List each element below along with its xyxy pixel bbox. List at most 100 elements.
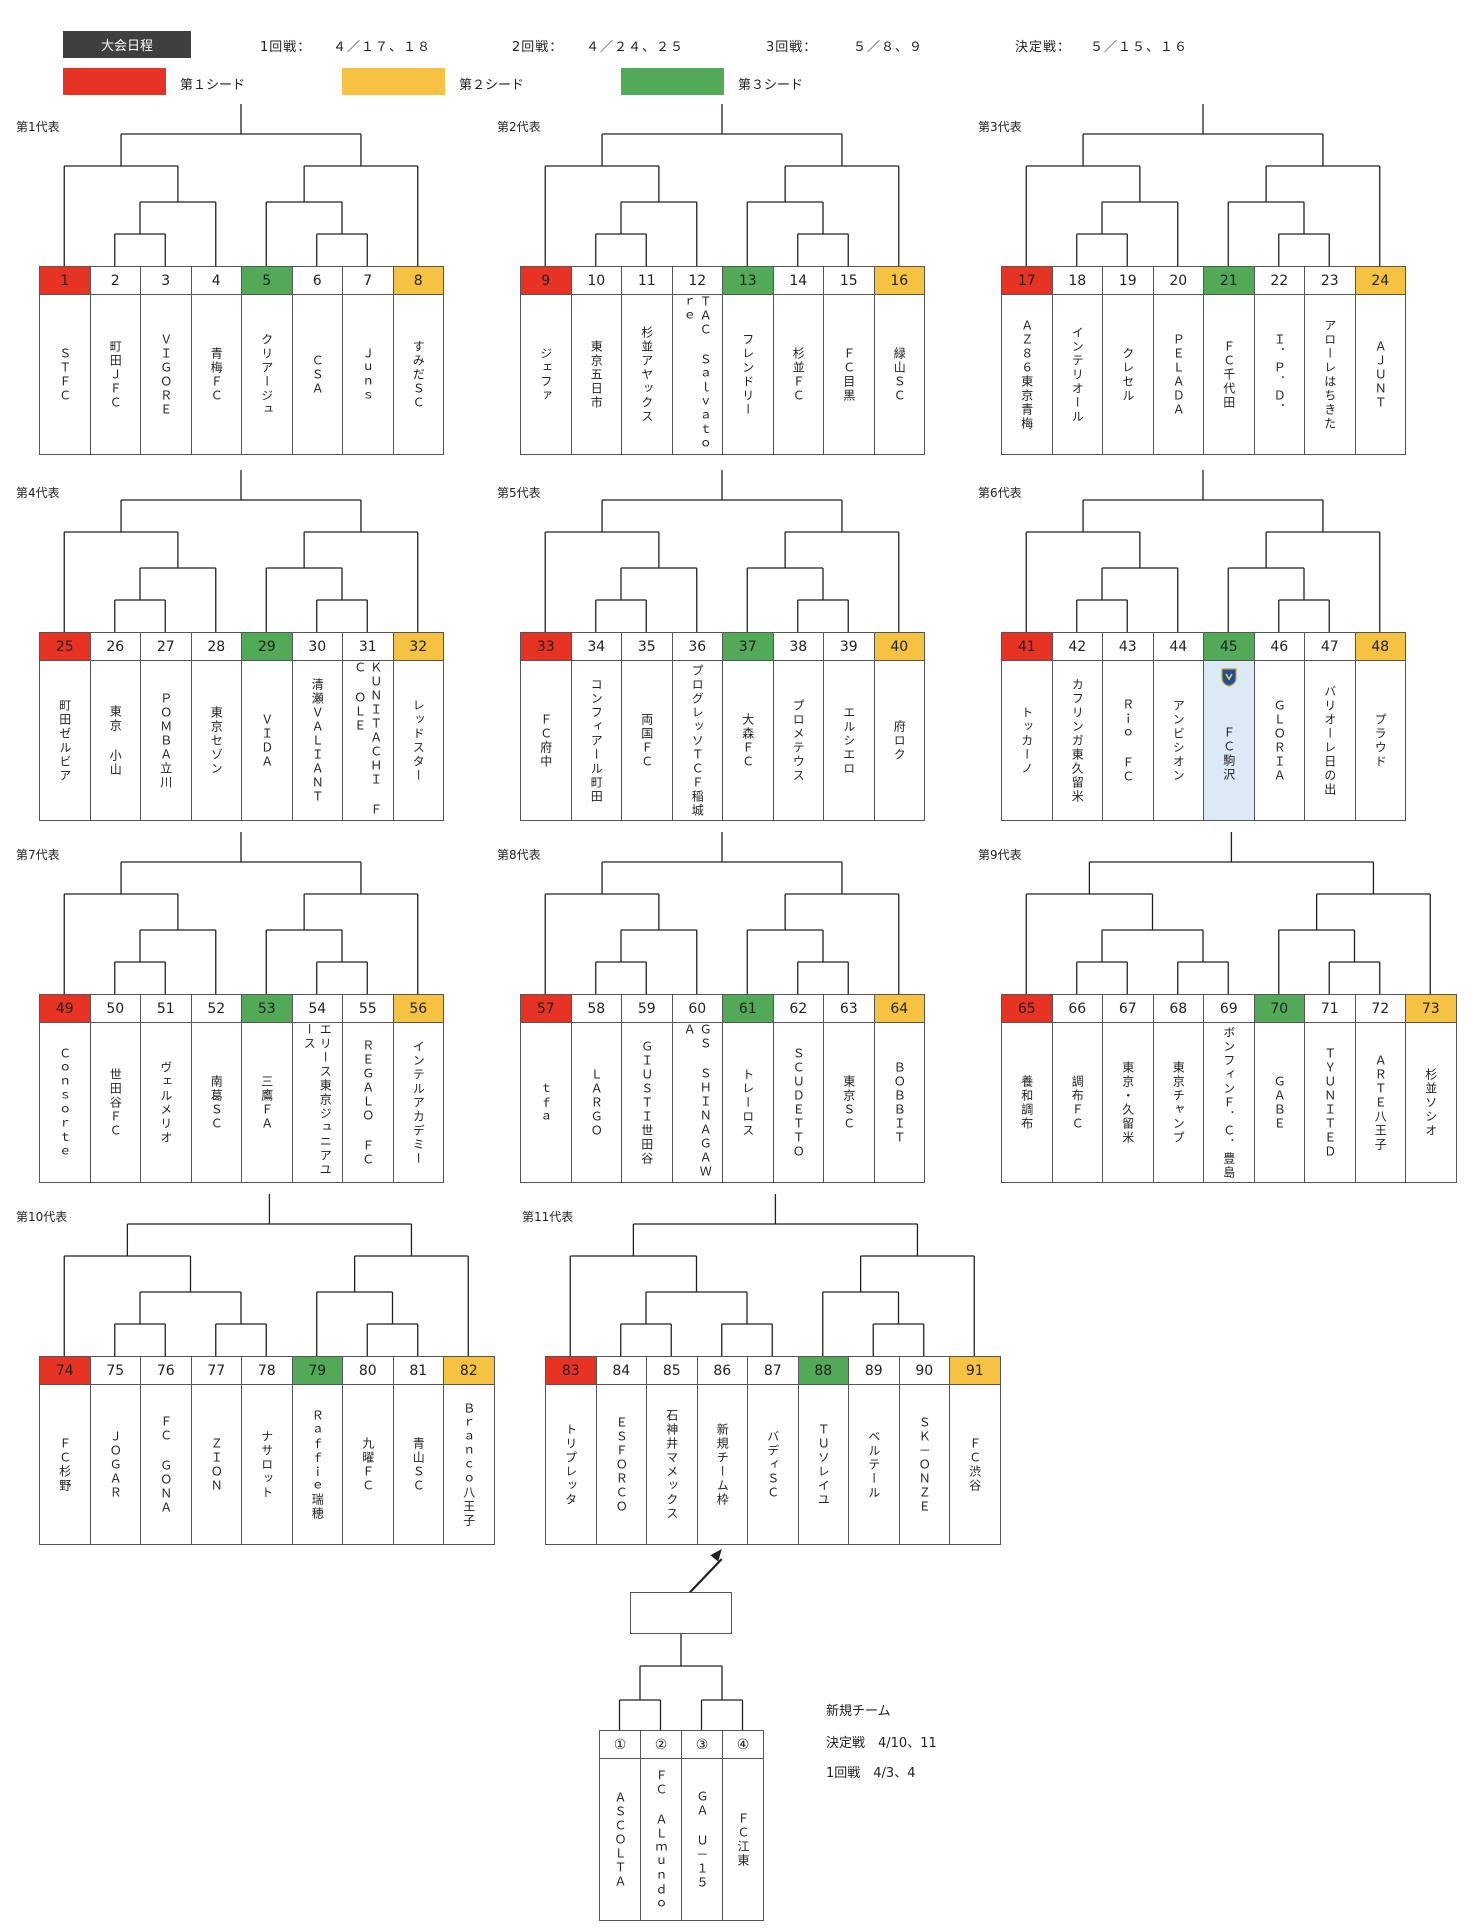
team-number: 54: [291, 994, 343, 1023]
team-name-cell: ＴＹＵＮＩＴＥＤ: [1304, 1023, 1356, 1183]
team-name-cell: ＦＣ ＧＯＮＡ: [140, 1385, 192, 1545]
block-title: 第2代表: [497, 120, 541, 134]
new-team-name-cell: ＡＳＣＯＬＴＡ: [599, 1759, 641, 1921]
team-name-cell: バディＳＣ: [747, 1385, 799, 1545]
team-number: 84: [595, 1356, 647, 1385]
team-name: インテルアカデミー: [411, 1039, 426, 1166]
team-name-cell: バリオーレ日の出: [1304, 661, 1356, 821]
team-number: 65: [1001, 994, 1053, 1023]
club-crest-icon: [1221, 668, 1237, 687]
team-name-cell: ｔｆａ: [520, 1023, 572, 1183]
team-name: カフリンガ東久留米: [1070, 677, 1085, 804]
team-name: 青山ＳＣ: [411, 1436, 426, 1493]
team-name-cell: 東京セゾン: [190, 661, 242, 821]
team-name-cell: 大森ＦＣ: [722, 661, 774, 821]
team-number: 1: [39, 266, 91, 295]
team-number: 79: [291, 1356, 343, 1385]
team-name-cell: ＰＥＬＡＤＡ: [1152, 295, 1204, 455]
team-name-cell: 杉並アヤックス: [621, 295, 673, 455]
team-name: 清瀬ＶＡＬＩＡＮＴ: [310, 677, 325, 804]
team-name: ＣＳＡ: [310, 353, 325, 396]
team-name: Ｊｕｎｓ: [360, 346, 375, 403]
team-number: 57: [520, 994, 572, 1023]
block-title: 第8代表: [497, 848, 541, 862]
team-number: 63: [823, 994, 875, 1023]
new-team-number: ②: [640, 1730, 682, 1759]
team-name-cell: ＧＩＵＳＴＩ世田谷: [621, 1023, 673, 1183]
team-number: 89: [848, 1356, 900, 1385]
team-name-cell: ＧＬＯＲＩＡ: [1253, 661, 1305, 821]
team-name-cell: ＧＳ ＳＨＩＮＡＧＡＷＡ: [671, 1023, 723, 1183]
team-name: Ｃｏｎｓｏｒｔｅ: [57, 1046, 72, 1159]
team-name: ＪＯＧＡＲ: [108, 1429, 123, 1500]
team-number: 26: [89, 632, 141, 661]
team-name-cell: ＳＴＦＣ: [39, 295, 91, 455]
team-number: 71: [1304, 994, 1356, 1023]
team-name: Ｒｉｏ ＦＣ: [1120, 697, 1135, 784]
team-name-cell: プロメテウス: [772, 661, 824, 821]
team-number: 74: [39, 1356, 91, 1385]
team-name: ジェファ: [538, 346, 553, 403]
team-name: ＶＩＧＯＲＥ: [158, 332, 173, 417]
team-name: エルシエロ: [841, 705, 856, 776]
team-number: 28: [190, 632, 242, 661]
team-number: 82: [443, 1356, 495, 1385]
team-number: 67: [1102, 994, 1154, 1023]
team-number: 58: [570, 994, 622, 1023]
team-number: 69: [1203, 994, 1255, 1023]
team-name-cell: すみだＳＣ: [392, 295, 444, 455]
team-number: 61: [722, 994, 774, 1023]
team-name: 青梅ＦＣ: [209, 346, 224, 403]
team-number: 6: [291, 266, 343, 295]
final-label: 決定戦：: [1015, 40, 1072, 55]
team-number: 46: [1253, 632, 1305, 661]
team-name: 東京・久留米: [1120, 1060, 1135, 1145]
team-number: 32: [392, 632, 444, 661]
team-name-cell: 杉並ＦＣ: [772, 295, 824, 455]
team-name: 府ロク: [892, 719, 907, 762]
team-name-cell: ベルテール: [848, 1385, 900, 1545]
team-number: 83: [545, 1356, 597, 1385]
team-name-cell: 東京チャンプ: [1152, 1023, 1204, 1183]
team-number: 85: [646, 1356, 698, 1385]
team-number: 90: [898, 1356, 950, 1385]
team-name-cell: ＳＫ－ＯＮＺＥ: [898, 1385, 950, 1545]
team-name-cell: ＬＡＲＧＯ: [570, 1023, 622, 1183]
team-number: 77: [190, 1356, 242, 1385]
seed3-label: 第３シード: [738, 78, 804, 93]
team-name-cell: ＴＵソレイユ: [797, 1385, 849, 1545]
team-name: プロメテウス: [791, 698, 806, 783]
team-name: 緑山ＳＣ: [892, 346, 907, 403]
team-name-cell: レッドスター: [392, 661, 444, 821]
team-number: 75: [89, 1356, 141, 1385]
team-number: 17: [1001, 266, 1053, 295]
team-name-cell: Ｉ．Ｐ．Ｄ．: [1253, 295, 1305, 455]
team-name: 大森ＦＣ: [740, 712, 755, 769]
team-name-cell: トッカーノ: [1001, 661, 1053, 821]
team-name: ＧＬＯＲＩＡ: [1272, 698, 1287, 783]
team-number: 87: [747, 1356, 799, 1385]
team-name: 町田ゼルビア: [57, 698, 72, 783]
team-number: 43: [1102, 632, 1154, 661]
team-name-cell: Ｊｕｎｓ: [342, 295, 394, 455]
team-name-cell: プログレッソＴＣＦ稲城: [671, 661, 723, 821]
team-name-cell: ＦＣ駒沢: [1203, 661, 1255, 821]
schedule-badge: 大会日程: [63, 31, 191, 58]
team-name: ＲＥＧＡＬＯ ＦＣ: [360, 1038, 375, 1167]
team-name-cell: 緑山ＳＣ: [873, 295, 925, 455]
team-name: ＳＴＦＣ: [57, 346, 72, 403]
team-name-cell: Ｒｉｏ ＦＣ: [1102, 661, 1154, 821]
team-number: 12: [671, 266, 723, 295]
team-name-cell: ＥＳＦＯＲＣＯ: [595, 1385, 647, 1545]
team-name-cell: ＳＣＵＤＥＴＴＯ: [772, 1023, 824, 1183]
new-team-name: ＦＣ江東: [736, 1811, 750, 1868]
team-name-cell: トレーロス: [722, 1023, 774, 1183]
team-number: 19: [1102, 266, 1154, 295]
team-name: 東京セゾン: [209, 705, 224, 776]
team-name-cell: エルシエロ: [823, 661, 875, 821]
team-number: 38: [772, 632, 824, 661]
new-team-name-cell: ＧＡ Ｕ－１５: [681, 1759, 723, 1921]
team-name: ＴＵソレイユ: [816, 1422, 831, 1507]
team-name: ＡＪＵＮＴ: [1373, 339, 1388, 410]
team-number: 13: [722, 266, 774, 295]
